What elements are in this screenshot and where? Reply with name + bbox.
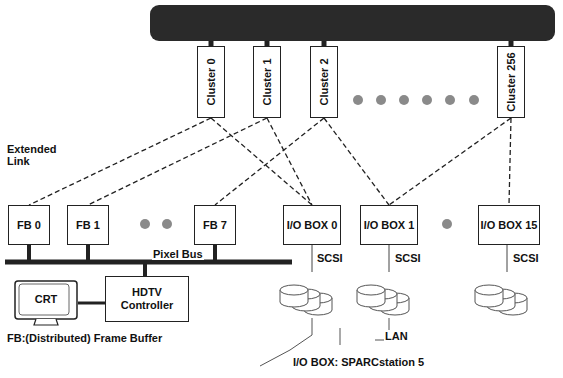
legend-note: I/O BOX: SPARCstation 5 — [292, 356, 425, 368]
box-label: FB 0 — [17, 219, 41, 232]
extended-link — [324, 118, 389, 205]
cluster-box: Cluster 1 — [253, 46, 281, 118]
box-label: Cluster 256 — [505, 52, 518, 111]
pixel-bus — [5, 245, 292, 276]
disk-drives — [280, 285, 527, 315]
bus-label: SCSI — [316, 252, 344, 264]
extended-link — [88, 118, 267, 205]
io-box: I/O BOX 15 — [478, 205, 540, 245]
box-label: I/O BOX 15 — [481, 219, 538, 232]
box-label: FB 7 — [203, 219, 227, 232]
bus-label: Pixel Bus — [152, 248, 204, 260]
bus-label: SCSI — [394, 252, 422, 264]
extended-link — [267, 118, 312, 205]
bus-label: SCSI — [512, 252, 540, 264]
io-box: I/O BOX 1 — [360, 205, 418, 245]
extended-link — [389, 118, 511, 205]
box-label: HDTV Controller — [106, 286, 188, 311]
crt-monitor: CRT — [14, 280, 78, 326]
network-bar — [150, 5, 555, 41]
frame-buffer-box: FB 7 — [194, 205, 236, 245]
box-label: Cluster 1 — [261, 58, 274, 105]
extended-link — [509, 118, 511, 205]
cluster-box: Cluster 2 — [310, 46, 338, 118]
io-box: I/O BOX 0 — [283, 205, 341, 245]
extended-link — [29, 118, 211, 205]
extended-link — [211, 118, 312, 205]
frame-buffer-box: FB 1 — [67, 205, 109, 245]
box-label: I/O BOX 1 — [364, 219, 415, 232]
link-label: Extended Link — [6, 143, 54, 167]
extended-link — [215, 118, 324, 205]
legend-note: FB:(Distributed) Frame Buffer — [6, 332, 163, 344]
frame-buffer-box: FB 0 — [8, 205, 50, 245]
box-label: FB 1 — [76, 219, 100, 232]
cluster-box: Cluster 256 — [497, 46, 525, 118]
box-label: I/O BOX 0 — [287, 219, 338, 232]
cluster-box: Cluster 0 — [197, 46, 225, 118]
box-label: Cluster 0 — [205, 58, 218, 105]
box-label: CRT — [35, 293, 58, 306]
controller-box: HDTV Controller — [105, 276, 189, 322]
video-link — [78, 302, 105, 305]
box-label: Cluster 2 — [318, 58, 331, 105]
scsi-wires — [312, 245, 507, 272]
network-label: LAN — [384, 330, 409, 342]
